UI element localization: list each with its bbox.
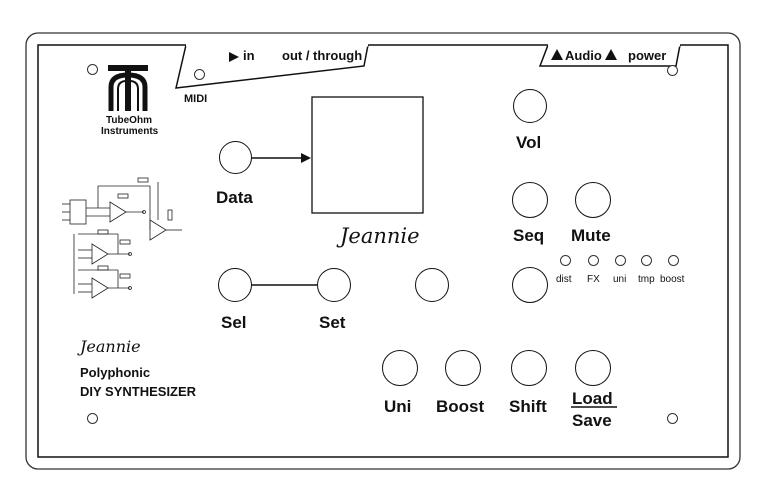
screw-top-left	[87, 64, 98, 75]
sel-knob[interactable]	[218, 268, 252, 302]
led-uni	[615, 255, 626, 266]
led-fx	[588, 255, 599, 266]
midi-label: MIDI	[184, 93, 208, 105]
screw-top-right	[667, 65, 678, 76]
led-boost	[668, 255, 679, 266]
shift-button-label: Shift	[509, 397, 547, 416]
arrow-up-icon	[605, 49, 617, 60]
vol-knob-label: Vol	[516, 133, 542, 152]
load-save-button[interactable]	[575, 350, 611, 386]
uni-button-label: Uni	[384, 397, 412, 416]
midi-in-label: in	[243, 48, 255, 63]
midi-through-label: out / through	[282, 48, 363, 63]
data-knob[interactable]	[219, 141, 252, 174]
screw-bottom-left	[87, 413, 98, 424]
load-label: Load	[572, 389, 613, 408]
product-line2: DIY SYNTHESIZER	[80, 384, 197, 399]
display-product-script: Jeannie	[340, 224, 420, 248]
led-uni-label: uni	[613, 274, 627, 285]
seq-button-label: Seq	[513, 226, 545, 245]
mute-button[interactable]	[575, 182, 611, 218]
screw-midi	[194, 69, 205, 80]
boost-button[interactable]	[445, 350, 481, 386]
boost-button-label: Boost	[436, 397, 485, 416]
arrow-right-icon	[229, 52, 239, 62]
led-dist-label: dist	[556, 274, 572, 285]
seq-button[interactable]	[512, 182, 548, 218]
product-script: Jeannie	[80, 337, 141, 356]
set-knob[interactable]	[317, 268, 351, 302]
power-label: power	[628, 48, 667, 63]
audio-label: Audio	[565, 48, 602, 63]
screw-bottom-right	[667, 413, 678, 424]
led-dist	[560, 255, 571, 266]
vol-knob[interactable]	[513, 89, 547, 123]
arrow-up-icon	[551, 49, 563, 60]
led-fx-label: FX	[587, 274, 600, 285]
fx-select-button[interactable]	[512, 267, 548, 303]
save-label: Save	[572, 411, 612, 430]
tubeohm-logo-icon	[108, 65, 148, 111]
schematic-icon	[62, 177, 182, 299]
display-screen	[311, 96, 424, 214]
mute-button-label: Mute	[571, 226, 611, 245]
set-knob-label: Set	[319, 313, 346, 332]
data-knob-label: Data	[216, 188, 253, 207]
brand-name-line2: Instruments	[101, 126, 159, 137]
sel-knob-label: Sel	[221, 313, 247, 332]
brand-name-line1: TubeOhm	[106, 115, 152, 126]
unlabeled-knob[interactable]	[415, 268, 449, 302]
shift-button[interactable]	[511, 350, 547, 386]
product-line1: Polyphonic	[80, 365, 151, 380]
led-tmp-label: tmp	[638, 274, 655, 285]
brand-name: TubeOhm Instruments	[101, 115, 159, 137]
uni-button[interactable]	[382, 350, 418, 386]
led-boost-label: boost	[660, 274, 685, 285]
led-tmp	[641, 255, 652, 266]
